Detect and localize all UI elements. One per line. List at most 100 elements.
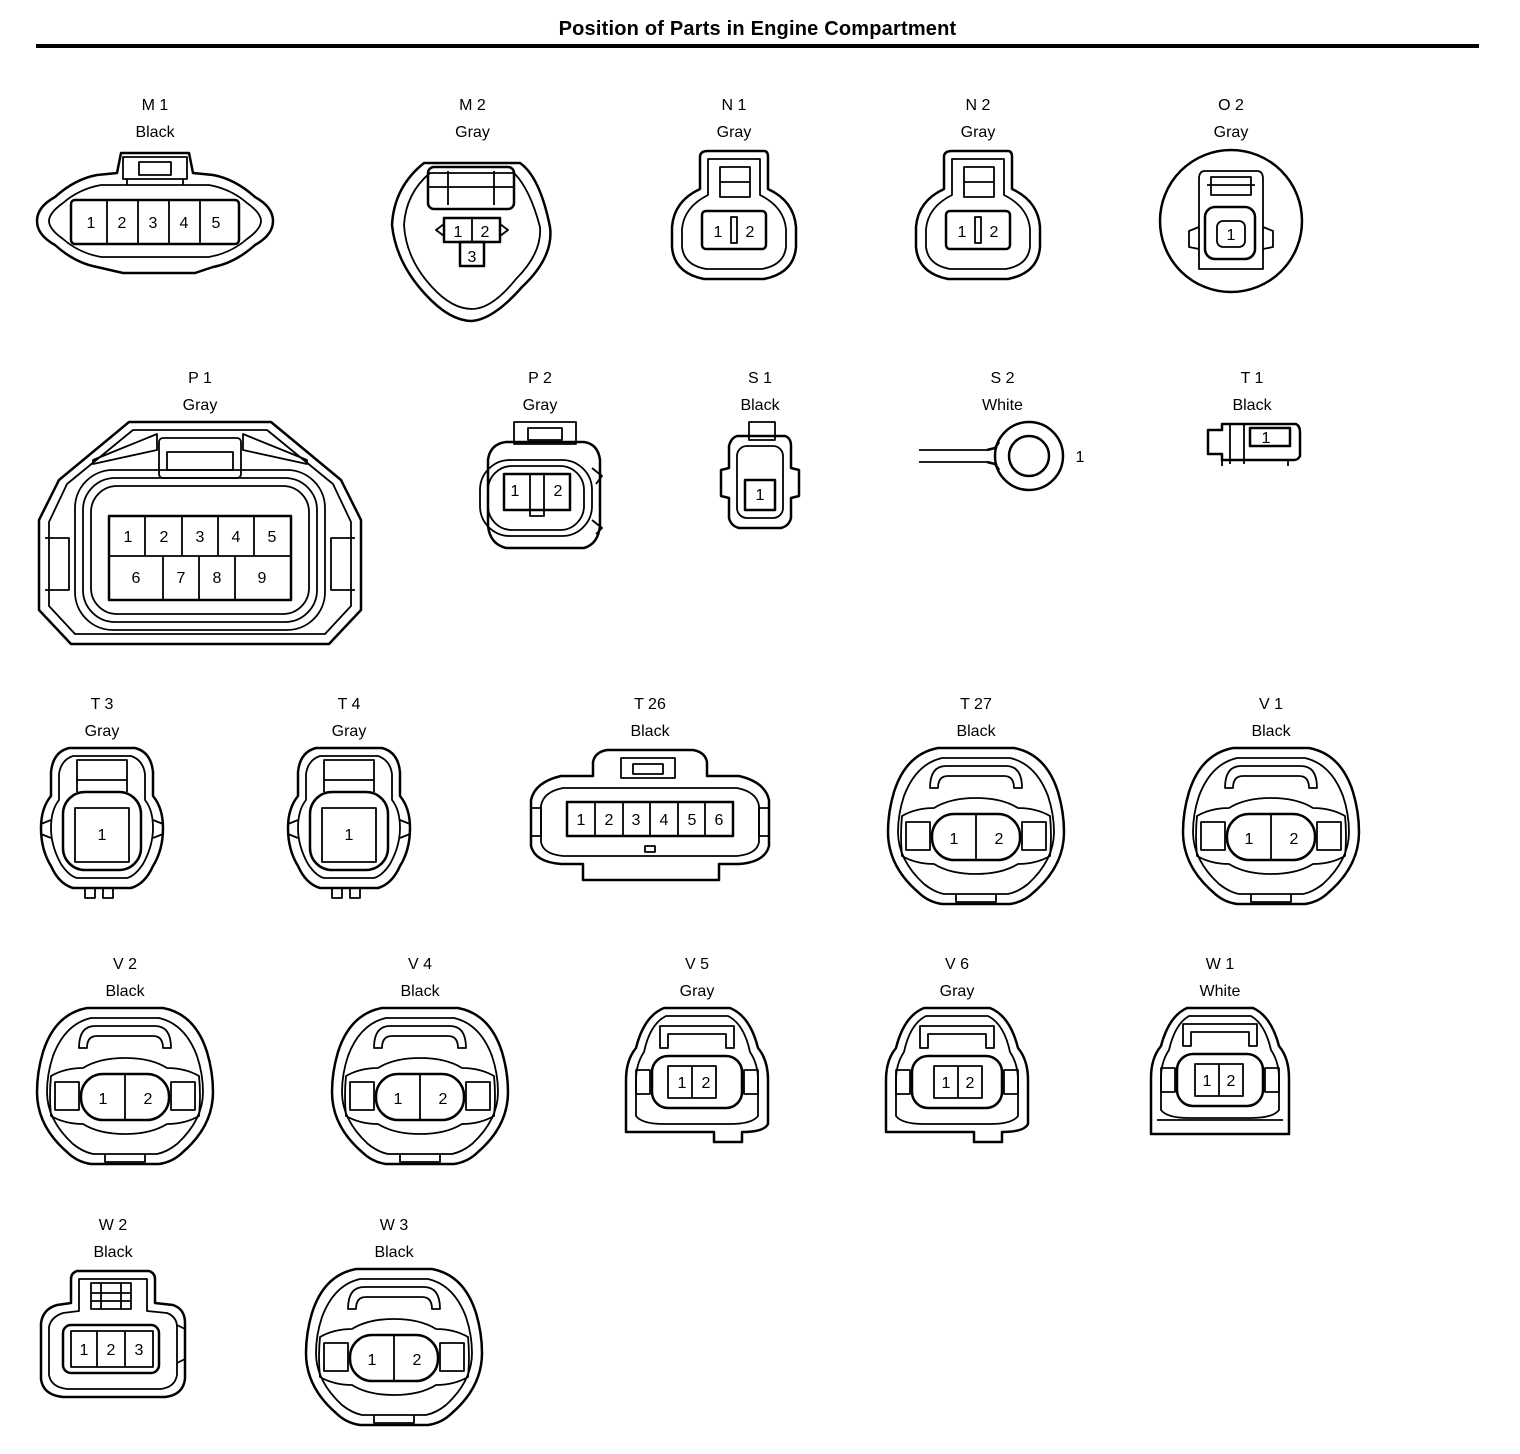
- connector-code: V 4: [407, 956, 432, 973]
- connector-t27: T 27 Black 1 2: [886, 696, 1066, 914]
- pin-1: 1: [1245, 831, 1254, 848]
- pin-1: 1: [1076, 449, 1085, 466]
- pin-1: 1: [454, 224, 463, 241]
- pin-1: 1: [1203, 1073, 1212, 1090]
- connector-code: P 2: [528, 370, 552, 387]
- connector-w2-face: 1 2 3: [39, 1269, 187, 1399]
- pin-2: 2: [554, 483, 563, 500]
- pin-1: 1: [1262, 430, 1271, 447]
- connector-p2: P 2 Gray 1 2: [476, 370, 604, 555]
- pin-3: 3: [632, 812, 641, 829]
- pin-2: 2: [990, 224, 999, 241]
- pin-2: 2: [995, 831, 1004, 848]
- connector-o2-face: 1: [1158, 148, 1304, 294]
- connector-color: Black: [1251, 723, 1291, 740]
- pin-5: 5: [268, 529, 277, 546]
- pin-5: 5: [688, 812, 697, 829]
- connector-color: Gray: [960, 124, 996, 141]
- connector-code: S 2: [990, 370, 1015, 387]
- pin-1: 1: [99, 1091, 108, 1108]
- connector-color: Gray: [939, 983, 975, 1000]
- connector-t1: T 1 Black 1: [1200, 370, 1304, 470]
- connector-code: T 4: [337, 696, 361, 713]
- connector-t26: T 26 Black 1 2 3 4 5 6: [527, 696, 773, 888]
- connector-code: N 2: [965, 97, 991, 114]
- connector-t4-face: 1: [286, 746, 412, 899]
- pin-1: 1: [958, 224, 967, 241]
- pin-5: 5: [212, 215, 221, 232]
- pin-2: 2: [160, 529, 169, 546]
- connector-m2-face: 1 2 3: [390, 161, 552, 323]
- title-divider: [36, 44, 1479, 48]
- connector-code: N 1: [721, 97, 747, 114]
- pin-1: 1: [345, 827, 354, 844]
- connector-code: T 27: [960, 696, 992, 713]
- connector-o2: O 2 Gray 1: [1157, 97, 1305, 297]
- pin-3: 3: [149, 215, 158, 232]
- pin-1: 1: [98, 827, 107, 844]
- connector-s1-face: 1: [719, 421, 801, 530]
- pin-1: 1: [124, 529, 133, 546]
- pin-8: 8: [213, 570, 222, 587]
- connector-t4: T 4 Gray 1: [282, 696, 416, 904]
- connector-code: S 1: [747, 370, 772, 387]
- connector-code: W 1: [1205, 956, 1235, 973]
- pin-3: 3: [468, 249, 477, 266]
- connector-v4-face: 1 2: [330, 1006, 510, 1166]
- connector-code: T 3: [90, 696, 114, 713]
- connector-m1-face: 1 2 3 4 5: [35, 151, 275, 275]
- connector-p2-face: 1 2: [479, 421, 603, 550]
- connector-s2: S 2 White 1: [915, 370, 1090, 500]
- pin-3: 3: [196, 529, 205, 546]
- pin-2: 2: [966, 1075, 975, 1092]
- connector-color: Black: [374, 1244, 414, 1261]
- connector-color: Gray: [716, 124, 752, 141]
- connector-t1-face: 1: [1206, 422, 1302, 466]
- connector-color: Black: [105, 983, 145, 1000]
- connector-m2: M 2 Gray 1 2 3: [390, 97, 555, 325]
- pin-3: 3: [135, 1342, 144, 1359]
- connector-color: Gray: [182, 397, 218, 414]
- connector-v6: V 6 Gray 1 2: [882, 956, 1032, 1146]
- pin-1: 1: [511, 483, 520, 500]
- connector-v2: V 2 Black 1 2: [35, 956, 215, 1174]
- pin-2: 2: [746, 224, 755, 241]
- connector-color: Black: [630, 723, 670, 740]
- pin-1: 1: [394, 1091, 403, 1108]
- connector-v4: V 4 Black 1 2: [330, 956, 510, 1174]
- connector-code: T 26: [634, 696, 666, 713]
- connector-v1-face: 1 2: [1181, 746, 1361, 906]
- connector-w1-face: 1 2: [1149, 1006, 1291, 1136]
- pin-4: 4: [180, 215, 189, 232]
- pin-2: 2: [144, 1091, 153, 1108]
- connector-color: White: [1199, 983, 1241, 1000]
- ground-terminal-icon: 1: [919, 420, 1085, 492]
- connector-code: W 2: [98, 1217, 128, 1234]
- connector-v5-face: 1 2: [624, 1006, 770, 1144]
- pin-2: 2: [439, 1091, 448, 1108]
- connector-t3-face: 1: [39, 746, 165, 899]
- connector-t26-face: 1 2 3 4 5 6: [529, 748, 771, 882]
- connector-code: V 6: [944, 956, 969, 973]
- connector-code: V 1: [1258, 696, 1283, 713]
- pin-2: 2: [702, 1075, 711, 1092]
- connector-color: Gray: [679, 983, 715, 1000]
- connector-n1: N 1 Gray 1 2: [668, 97, 800, 292]
- pin-7: 7: [177, 570, 186, 587]
- pin-2: 2: [118, 215, 127, 232]
- connector-v6-face: 1 2: [884, 1006, 1030, 1144]
- connector-color: Gray: [1213, 124, 1249, 141]
- connector-m1: M 1 Black 1 2 3 4 5: [35, 97, 275, 277]
- connector-color: Gray: [455, 124, 490, 141]
- pin-1: 1: [1227, 227, 1236, 244]
- connector-n2: N 2 Gray 1 2: [912, 97, 1044, 292]
- pin-4: 4: [232, 529, 241, 546]
- pin-6: 6: [132, 570, 141, 587]
- connector-code: M 2: [459, 97, 486, 114]
- pin-1: 1: [714, 224, 723, 241]
- pin-1: 1: [942, 1075, 951, 1092]
- pin-6: 6: [715, 812, 724, 829]
- pin-1: 1: [80, 1342, 89, 1359]
- pin-9: 9: [258, 570, 267, 587]
- pin-2: 2: [1290, 831, 1299, 848]
